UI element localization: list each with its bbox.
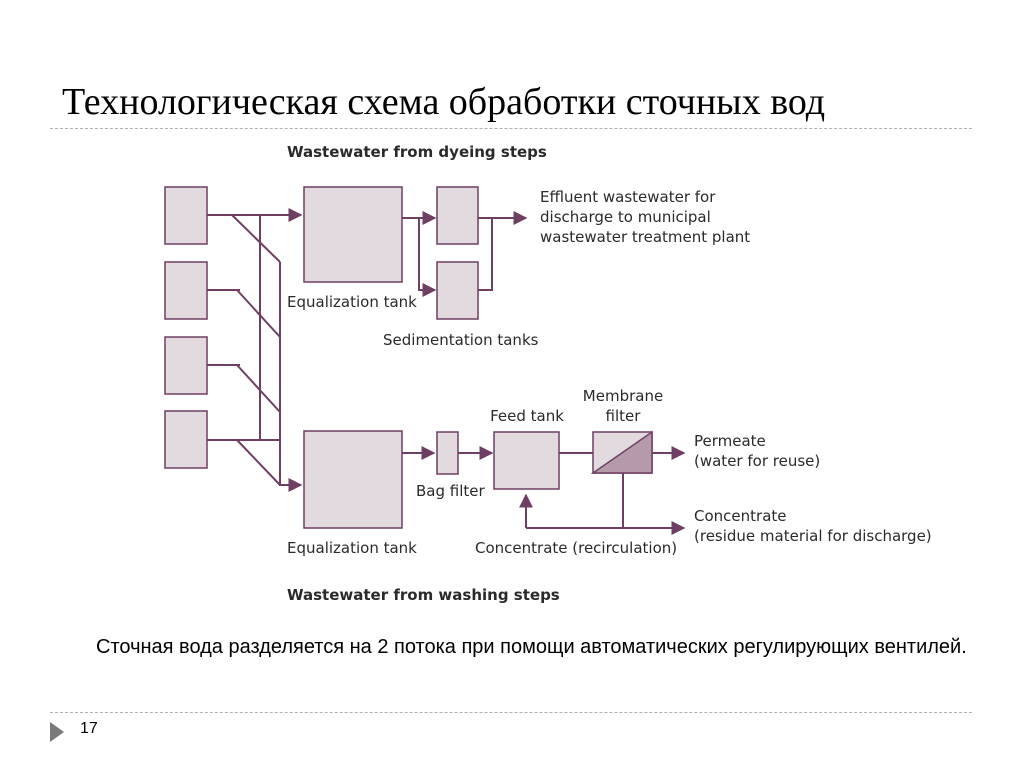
flow-line [236, 364, 281, 413]
equalization-tank-bottom [303, 430, 403, 529]
source-tank-2 [164, 261, 208, 320]
page-number: 17 [80, 720, 98, 737]
permeate-label-line-1: Permeate [694, 432, 766, 450]
membrane-filter-diagonal [590, 430, 653, 474]
bottom-heading: Wastewater from washing steps [287, 586, 560, 604]
flow-line [236, 439, 281, 486]
feed-tank-label: Feed tank [490, 407, 564, 425]
membrane-filter-label-line-2: filter [606, 407, 642, 425]
sedimentation-tanks-label: Sedimentation tanks [383, 331, 539, 349]
effluent-label-line-3: wastewater treatment plant [540, 228, 750, 246]
source-tank-3 [164, 336, 208, 395]
sedimentation-tank-1 [436, 186, 479, 245]
equalization-tank-top-label: Equalization tank [287, 293, 417, 311]
slide-caption: Сточная вода разделяется на 2 потока при… [96, 636, 967, 658]
slide-title: Технологическая схема обработки сточных … [62, 81, 826, 123]
source-tank-4 [164, 410, 208, 469]
concentrate-recirculation-label: Concentrate (recirculation) [475, 539, 677, 557]
bag-filter-label: Bag filter [416, 482, 485, 500]
concentrate-label-line-1: Concentrate [694, 507, 787, 525]
permeate-label-line-2: (water for reuse) [694, 452, 820, 470]
equalization-tank-bottom-label: Equalization tank [287, 539, 417, 557]
footer-divider [50, 712, 972, 713]
triangle-bullet-icon [50, 722, 64, 742]
feed-tank [493, 431, 560, 490]
top-heading: Wastewater from dyeing steps [287, 143, 547, 161]
flow-line [418, 218, 437, 297]
membrane-filter-label-line-1: Membrane [583, 387, 663, 405]
equalization-tank-top [303, 186, 403, 283]
effluent-label-line-1: Effluent wastewater for [540, 188, 716, 206]
flow-line [231, 214, 281, 263]
effluent-label-line-2: discharge to municipal [540, 208, 711, 226]
concentrate-label-line-2: (residue material for discharge) [694, 527, 932, 545]
flow-line [207, 439, 303, 492]
source-tank-1 [164, 186, 208, 245]
flow-line [236, 289, 281, 338]
flow-line [478, 218, 493, 291]
sedimentation-tank-2 [436, 261, 479, 320]
bag-filter [436, 431, 459, 475]
title-divider [50, 128, 972, 129]
